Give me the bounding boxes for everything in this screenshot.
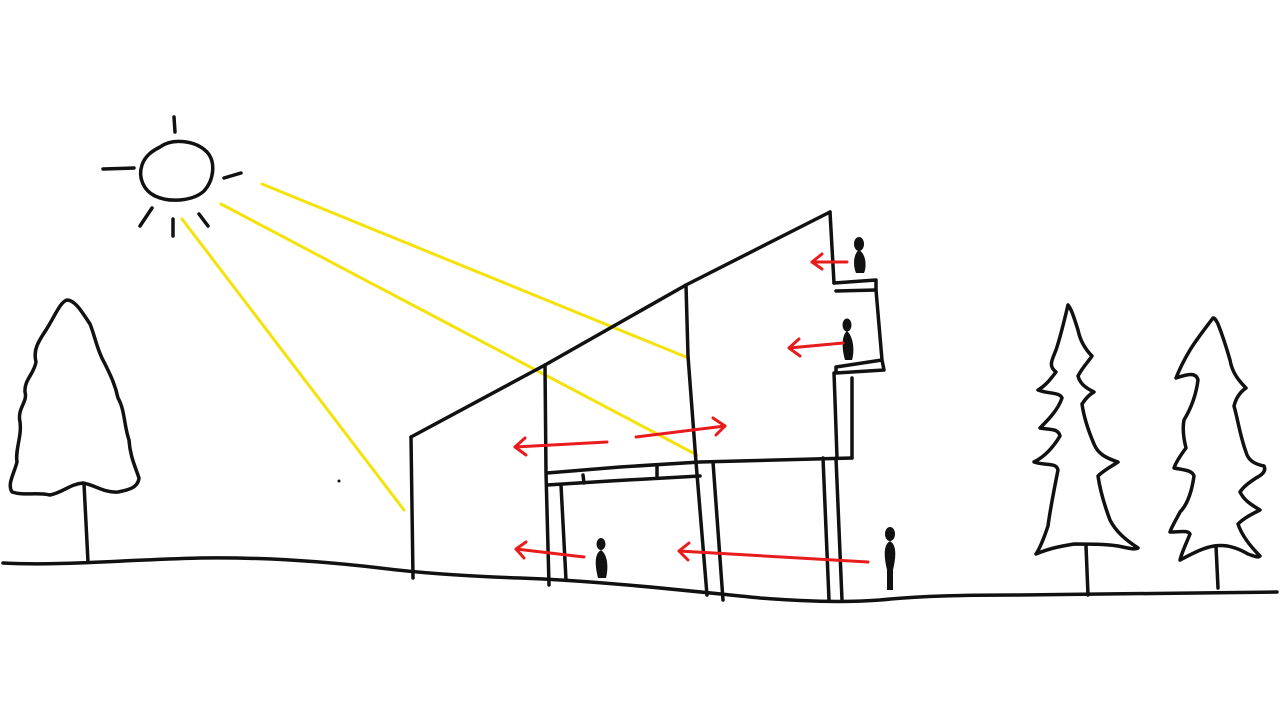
view-arrow bbox=[787, 337, 845, 358]
sun-icon bbox=[101, 115, 243, 238]
people bbox=[595, 237, 896, 590]
sun-spike bbox=[222, 171, 243, 180]
column bbox=[821, 456, 831, 602]
sun-ray bbox=[180, 217, 406, 512]
column bbox=[684, 283, 709, 597]
balcony-frame bbox=[834, 288, 878, 293]
view-arrow bbox=[634, 416, 727, 439]
column bbox=[559, 483, 568, 582]
person bbox=[595, 538, 608, 578]
tree-crown bbox=[8, 298, 141, 497]
tree bbox=[1168, 316, 1267, 590]
view-arrow bbox=[810, 252, 849, 271]
tree-trunk bbox=[1084, 544, 1090, 597]
sun-spike bbox=[197, 212, 210, 228]
sun-disc bbox=[138, 139, 215, 202]
person bbox=[842, 318, 854, 360]
tree bbox=[1032, 303, 1140, 597]
trees bbox=[8, 298, 1267, 597]
view-arrow bbox=[513, 436, 609, 457]
sun-rays bbox=[180, 182, 699, 512]
view-arrow bbox=[677, 541, 870, 564]
view-arrow bbox=[514, 540, 586, 560]
building-left-wall bbox=[409, 435, 415, 580]
person bbox=[854, 237, 866, 273]
building-right-wall bbox=[832, 371, 839, 460]
building bbox=[409, 210, 886, 602]
ground-line bbox=[1, 556, 1279, 604]
sun-spike bbox=[138, 206, 154, 228]
tree bbox=[8, 298, 141, 564]
column bbox=[711, 460, 725, 602]
sun-spike bbox=[172, 115, 177, 134]
floor-slab bbox=[545, 474, 702, 487]
tree-trunk bbox=[82, 482, 90, 564]
sun-spike bbox=[101, 166, 136, 171]
person bbox=[884, 527, 896, 590]
balcony-frame bbox=[832, 278, 886, 375]
tree-trunk bbox=[1214, 544, 1220, 590]
building-roof bbox=[409, 210, 832, 439]
sun-ray bbox=[260, 182, 688, 359]
column bbox=[834, 456, 844, 602]
tree-crown bbox=[1168, 316, 1267, 562]
building-right-wall bbox=[828, 210, 836, 285]
column bbox=[543, 363, 551, 587]
view-arrows bbox=[513, 252, 870, 564]
stray-mark bbox=[337, 479, 341, 483]
sun-ray bbox=[219, 202, 699, 457]
tree-crown bbox=[1032, 303, 1140, 556]
floor-slab bbox=[581, 473, 586, 485]
floor-slab bbox=[545, 456, 854, 475]
